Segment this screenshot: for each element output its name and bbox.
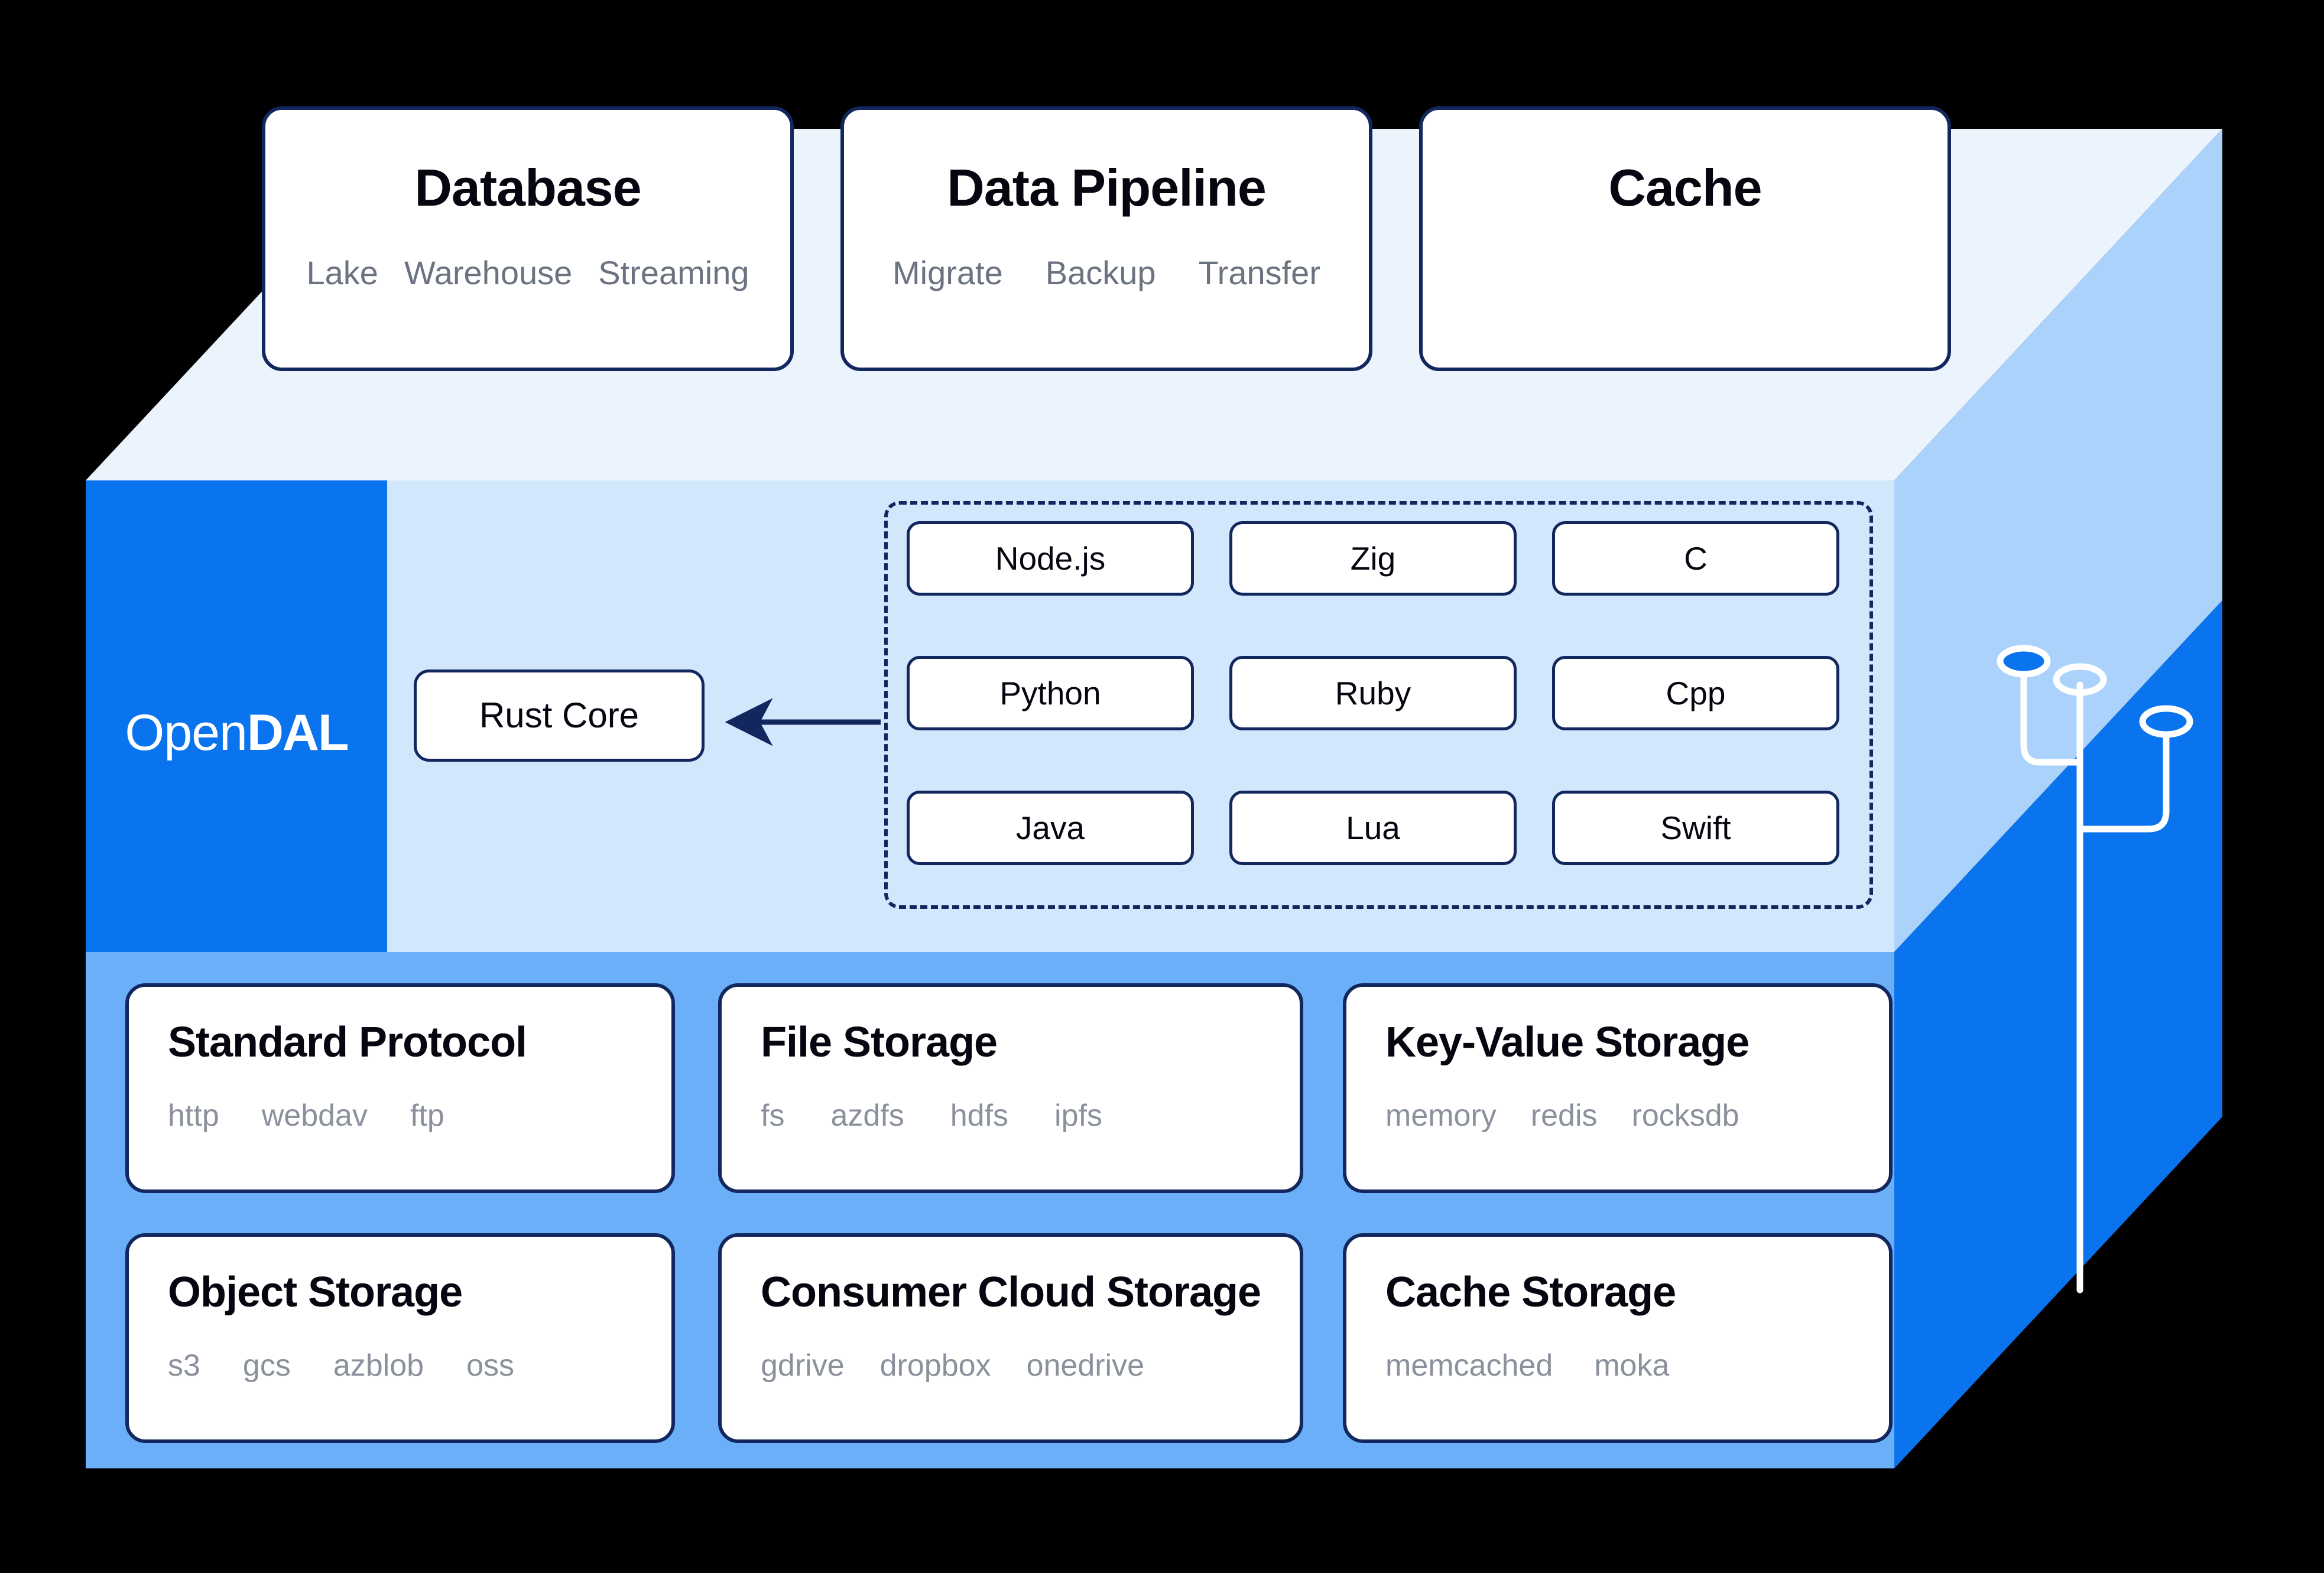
service-item: memory bbox=[1385, 1098, 1497, 1133]
service-item: s3 bbox=[168, 1348, 200, 1383]
binding-label: C bbox=[1684, 540, 1708, 577]
service-card-items: gdrive dropbox onedrive bbox=[761, 1350, 1144, 1381]
consumer-card-items: Lake Warehouse Streaming bbox=[307, 256, 749, 290]
logo-open: Open bbox=[125, 704, 247, 761]
circuit-node-filled bbox=[1997, 645, 2051, 678]
consumer-item: Backup bbox=[1045, 254, 1156, 291]
consumer-card-title: Cache bbox=[1608, 158, 1762, 217]
service-item: redis bbox=[1530, 1098, 1598, 1133]
binding-label: Lua bbox=[1346, 809, 1400, 846]
binding-chip-python[interactable]: Python bbox=[907, 656, 1194, 730]
binding-chip-zig[interactable]: Zig bbox=[1229, 521, 1517, 596]
service-item: oss bbox=[466, 1348, 514, 1383]
service-card-items: fs azdfs hdfs ipfs bbox=[761, 1100, 1102, 1131]
service-card-items: s3 gcs azblob oss bbox=[168, 1350, 514, 1381]
box-middle-side-face bbox=[1894, 129, 2222, 952]
box-bottom-side-face bbox=[1894, 600, 2222, 1468]
binding-chip-nodejs[interactable]: Node.js bbox=[907, 521, 1194, 596]
binding-chip-cpp[interactable]: Cpp bbox=[1552, 656, 1839, 730]
binding-label: Cpp bbox=[1666, 674, 1726, 711]
service-item: ftp bbox=[410, 1098, 444, 1133]
consumer-card-data-pipeline[interactable]: Data Pipeline Migrate Backup Transfer bbox=[840, 106, 1372, 371]
language-bindings-group bbox=[884, 501, 1873, 909]
consumer-card-title: Data Pipeline bbox=[947, 158, 1267, 217]
rust-core-box[interactable]: Rust Core bbox=[414, 670, 705, 762]
consumer-card-items: Migrate Backup Transfer bbox=[892, 256, 1320, 290]
service-card-file-storage[interactable]: File Storage fs azdfs hdfs ipfs bbox=[718, 983, 1303, 1193]
service-item: gdrive bbox=[761, 1348, 845, 1383]
binding-label: Ruby bbox=[1335, 674, 1411, 711]
binding-chip-ruby[interactable]: Ruby bbox=[1229, 656, 1517, 730]
circuit-node-right bbox=[2139, 705, 2193, 738]
service-item: hdfs bbox=[950, 1098, 1009, 1133]
service-item: moka bbox=[1594, 1348, 1670, 1383]
binding-chip-c[interactable]: C bbox=[1552, 521, 1839, 596]
consumer-item: Warehouse bbox=[404, 254, 573, 291]
service-item: azblob bbox=[333, 1348, 424, 1383]
service-card-title: Object Storage bbox=[168, 1269, 463, 1316]
service-card-items: http webdav ftp bbox=[168, 1100, 444, 1131]
opendal-brand-block: OpenDAL bbox=[86, 480, 387, 952]
service-item: onedrive bbox=[1026, 1348, 1145, 1383]
service-item: azdfs bbox=[830, 1098, 904, 1133]
binding-label: Node.js bbox=[995, 540, 1106, 577]
logo-dal: DAL bbox=[246, 704, 349, 761]
service-card-key-value-storage[interactable]: Key-Value Storage memory redis rocksdb bbox=[1343, 983, 1893, 1193]
rust-core-label: Rust Core bbox=[479, 696, 640, 735]
consumer-item: Migrate bbox=[892, 254, 1003, 291]
service-item: dropbox bbox=[879, 1348, 991, 1383]
binding-chip-lua[interactable]: Lua bbox=[1229, 791, 1517, 865]
service-card-standard-protocol[interactable]: Standard Protocol http webdav ftp bbox=[125, 983, 675, 1193]
binding-label: Zig bbox=[1350, 540, 1396, 577]
consumer-item: Lake bbox=[306, 254, 378, 291]
service-item: ipfs bbox=[1054, 1098, 1102, 1133]
binding-chip-java[interactable]: Java bbox=[907, 791, 1194, 865]
circuit-node-mid bbox=[2053, 663, 2107, 696]
binding-label: Java bbox=[1015, 809, 1085, 846]
binding-chip-swift[interactable]: Swift bbox=[1552, 791, 1839, 865]
service-card-title: File Storage bbox=[761, 1019, 998, 1066]
binding-label: Swift bbox=[1660, 809, 1731, 846]
service-item: memcached bbox=[1385, 1348, 1553, 1383]
service-card-title: Cache Storage bbox=[1385, 1269, 1676, 1316]
opendal-logo: OpenDAL bbox=[125, 704, 349, 761]
consumer-item: Streaming bbox=[598, 254, 749, 291]
service-card-items: memcached moka bbox=[1385, 1350, 1669, 1381]
service-item: rocksdb bbox=[1631, 1098, 1739, 1133]
service-item: fs bbox=[761, 1098, 785, 1133]
consumer-card-database[interactable]: Database Lake Warehouse Streaming bbox=[262, 106, 794, 371]
circuit-nodes bbox=[1997, 645, 2193, 738]
service-card-title: Key-Value Storage bbox=[1385, 1019, 1750, 1066]
service-card-cache-storage[interactable]: Cache Storage memcached moka bbox=[1343, 1233, 1893, 1443]
consumer-card-cache[interactable]: Cache bbox=[1419, 106, 1951, 371]
consumer-item: Transfer bbox=[1198, 254, 1320, 291]
service-item: webdav bbox=[261, 1098, 368, 1133]
consumer-card-title: Database bbox=[414, 158, 641, 217]
service-card-consumer-cloud-storage[interactable]: Consumer Cloud Storage gdrive dropbox on… bbox=[718, 1233, 1303, 1443]
service-item: http bbox=[168, 1098, 219, 1133]
service-card-title: Standard Protocol bbox=[168, 1019, 527, 1066]
service-item: gcs bbox=[242, 1348, 291, 1383]
service-card-title: Consumer Cloud Storage bbox=[761, 1269, 1261, 1316]
service-card-items: memory redis rocksdb bbox=[1385, 1100, 1739, 1131]
binding-label: Python bbox=[999, 674, 1101, 711]
service-card-object-storage[interactable]: Object Storage s3 gcs azblob oss bbox=[125, 1233, 675, 1443]
circuit-traces bbox=[2020, 670, 2170, 1294]
